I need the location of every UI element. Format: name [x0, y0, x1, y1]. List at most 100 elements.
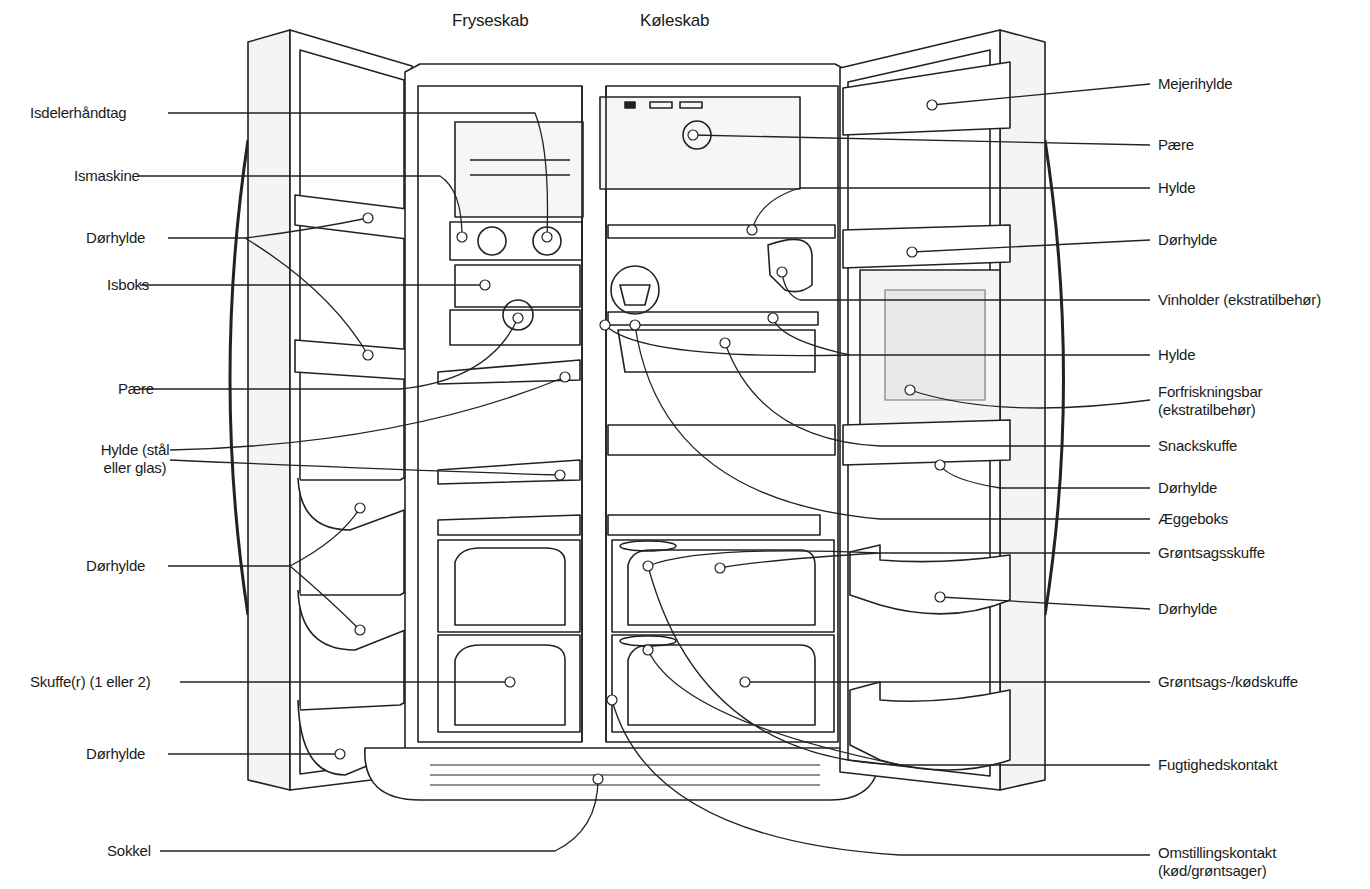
- illustration-shape: [295, 195, 415, 240]
- illustration-shape: [620, 541, 676, 551]
- illustration-shape: [363, 213, 373, 223]
- left-door: [230, 30, 418, 790]
- illustration-shape: [542, 232, 552, 242]
- illustration-shape: [611, 266, 659, 314]
- illustration-shape: [935, 460, 945, 470]
- illustration-shape: [290, 30, 412, 790]
- illustration-shape: [618, 330, 815, 372]
- illustration-shape: [932, 84, 1150, 105]
- illustration-shape: [940, 597, 1150, 609]
- illustration-shape: [363, 350, 373, 360]
- illustration-shape: [860, 270, 1000, 425]
- illustration-shape: [457, 232, 467, 242]
- part-label: Dørhylde: [86, 229, 145, 247]
- illustration-shape: [505, 677, 515, 687]
- illustration-shape: [355, 503, 365, 513]
- illustration-shape: [768, 313, 778, 323]
- illustration-shape: [643, 645, 653, 655]
- part-label: Dørhylde: [86, 745, 145, 763]
- illustration-shape: [850, 682, 1010, 770]
- part-label: Sokkel: [107, 842, 151, 860]
- illustration-shape: [300, 50, 404, 774]
- illustration-shape: [905, 385, 915, 395]
- illustration-shape: [608, 425, 835, 455]
- illustration-shape: [768, 239, 812, 291]
- part-label: Vinholder (ekstratilbehør): [1158, 291, 1321, 309]
- part-label: Pære: [118, 380, 154, 398]
- illustration-shape: [513, 313, 523, 323]
- illustration-shape: [625, 102, 635, 108]
- leader-lines: [138, 84, 1150, 855]
- illustration-shape: [180, 681, 510, 682]
- part-label: Snackskuffe: [1158, 437, 1237, 455]
- illustration-shape: [910, 390, 1150, 408]
- illustration-shape: [248, 30, 290, 790]
- illustration-shape: [885, 290, 985, 400]
- illustration-shape: [612, 700, 1150, 855]
- illustration-shape: [478, 227, 506, 255]
- illustration-shape: [418, 86, 582, 742]
- illustration-shape: [680, 102, 702, 108]
- illustration-shape: [628, 645, 815, 725]
- illustration-shape: [503, 300, 533, 330]
- illustration-shape: [365, 748, 880, 800]
- part-label: Dørhylde: [1158, 479, 1217, 497]
- part-label: Fugtighedskontakt: [1158, 756, 1277, 774]
- illustration-shape: [912, 240, 1150, 252]
- target-dots: [335, 100, 945, 784]
- illustration-shape: [450, 310, 580, 345]
- part-label: Dørhylde: [1158, 600, 1217, 618]
- illustration-shape: [840, 30, 1000, 790]
- illustration-shape: [630, 320, 640, 330]
- part-label: Hylde: [1158, 346, 1195, 364]
- illustration-shape: [608, 515, 820, 535]
- illustration-shape: [605, 318, 1150, 356]
- illustration-shape: [635, 325, 1150, 519]
- illustration-shape: [438, 360, 580, 384]
- part-label: Hylde: [1158, 179, 1195, 197]
- illustration-shape: [455, 122, 583, 217]
- illustration-shape: [745, 681, 1150, 682]
- illustration-shape: [230, 140, 248, 615]
- illustration-shape: [650, 102, 672, 108]
- illustration-shape: [715, 563, 725, 573]
- illustration-shape: [138, 176, 462, 237]
- part-label: Forfriskningsbar (ekstratilbehør): [1158, 383, 1283, 419]
- illustration-shape: [438, 635, 580, 732]
- illustration-shape: [752, 188, 1150, 230]
- illustration-shape: [935, 592, 945, 602]
- part-label: Pære: [1158, 136, 1194, 154]
- cabinet: [405, 64, 850, 760]
- illustration-shape: [747, 225, 757, 235]
- illustration-shape: [777, 267, 787, 277]
- illustration-shape: [140, 284, 485, 285]
- part-label: Ismaskine: [74, 167, 140, 185]
- part-label: Dørhylde: [86, 557, 145, 575]
- illustration-shape: [298, 470, 418, 530]
- illustration-shape: [355, 625, 365, 635]
- illustration-shape: [693, 135, 1150, 145]
- part-label: Mejerihylde: [1158, 75, 1233, 93]
- illustration-shape: [628, 550, 815, 625]
- illustration-shape: [600, 320, 610, 330]
- illustration-shape: [455, 645, 565, 725]
- illustration-shape: [725, 343, 1150, 446]
- illustration-shape: [470, 160, 570, 175]
- illustration-shape: [740, 677, 750, 687]
- illustration-shape: [582, 86, 606, 742]
- illustration-shape: [620, 285, 650, 305]
- illustration-shape: [335, 749, 345, 759]
- part-label: Dørhylde: [1158, 231, 1217, 249]
- illustration-shape: [843, 62, 1010, 135]
- illustration-shape: [168, 218, 368, 355]
- illustration-shape: [648, 566, 1150, 765]
- illustration-shape: [455, 548, 565, 625]
- illustration-shape: [430, 765, 820, 785]
- illustration-shape: [850, 545, 1010, 614]
- illustration-shape: [405, 64, 850, 760]
- part-label: Isdelerhåndtag: [30, 104, 126, 122]
- part-label: Omstillingskontakt (kød/grøntsager): [1158, 844, 1308, 880]
- illustration-shape: [907, 247, 917, 257]
- illustration-shape: [1000, 30, 1045, 790]
